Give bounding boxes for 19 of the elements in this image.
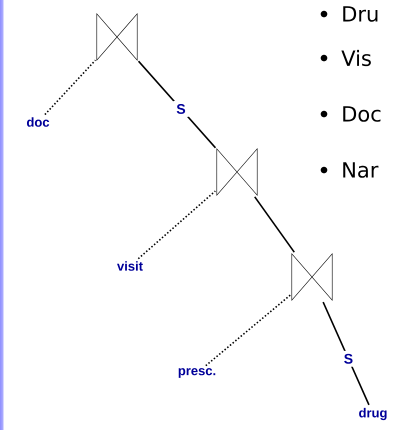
connector: [138, 190, 216, 260]
bullet-item: Nar: [343, 162, 378, 178]
connector: [205, 294, 291, 366]
join-symbol: [292, 253, 332, 301]
connector: [44, 60, 96, 116]
node-label: doc: [26, 117, 50, 127]
node-label: presc.: [178, 368, 216, 378]
join-symbol: [96, 13, 138, 61]
connector: [254, 196, 295, 253]
connector: [138, 60, 216, 148]
edge-label: S: [173, 101, 189, 117]
bullet-item: Doc: [343, 106, 380, 122]
bullet-item: Dru: [343, 6, 378, 22]
connector: [322, 302, 370, 406]
node-label: visit: [117, 261, 143, 271]
join-symbol: [216, 148, 258, 196]
edge-label: S: [340, 350, 356, 367]
node-label: drug: [359, 408, 387, 420]
bullet-item: Vis: [341, 50, 371, 66]
